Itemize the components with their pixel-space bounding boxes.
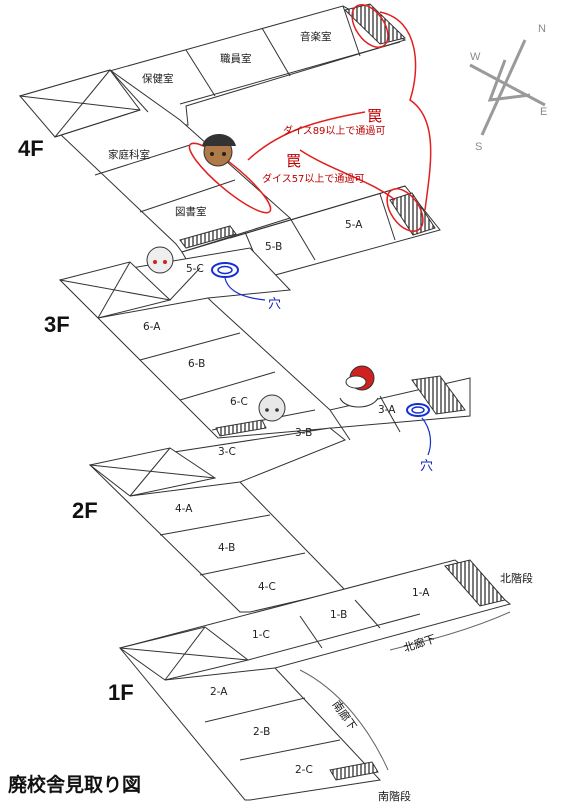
trap-markings [188,4,432,232]
hole-1-label: 穴 [268,297,281,312]
room-label: 3-C [218,446,236,458]
floor-label-4f: 4F [18,136,44,161]
room-label: 2-A [210,686,228,698]
stairs-1f-north [444,559,506,607]
room-label: 5-B [265,241,282,253]
hole-marker-1 [211,262,239,278]
room-label: 1-B [330,609,347,621]
south-stairs-label: 南階段 [378,789,411,803]
room-label: 2-C [295,764,313,776]
north-corridor-line [389,611,511,651]
room-label: 図書室 [175,205,207,218]
character-avatar-3f-left [146,246,174,274]
room-label: 音楽室 [300,30,332,43]
floor-label-1f: 1F [108,680,134,705]
south-corridor-line [299,669,389,771]
hole-marker-2 [406,403,430,417]
character-avatar-3f-right [339,365,379,408]
room-label: 3-B [295,427,312,439]
room-label: 職員室 [220,52,252,65]
room-label: 1-A [412,587,430,599]
room-label: 3-A [378,404,396,416]
north-corridor-label: 北廊下 [402,631,438,655]
compass-e: E [540,106,547,118]
compass-n: N [538,23,546,35]
room-label: 4-A [175,503,193,515]
south-corridor-label: 南廊下 [330,698,360,733]
stairs-3f-north [411,375,466,415]
room-label: 6-C [230,396,248,408]
compass-w: W [470,51,481,63]
compass: N W E S [469,23,547,153]
room-label: 1-C [252,629,270,641]
room-label: 4-C [258,581,276,593]
north-stairs-label: 北階段 [500,571,533,585]
trap-1-condition: ダイス89以上で通過可 [283,124,385,137]
floor-label-2f: 2F [72,498,98,523]
room-label: 5-C [186,263,204,275]
room-label: 6-B [188,358,205,370]
floor-label-3f: 3F [44,312,70,337]
stairs-1f-south [329,761,379,781]
character-avatar-3f-center [258,394,286,422]
compass-s: S [475,141,482,153]
room-label: 2-B [253,726,270,738]
floor-1f [118,559,512,801]
room-label: 保健室 [142,72,174,85]
character-icons [146,134,379,422]
stairs-3f-south [215,419,267,437]
room-label: 6-A [143,321,161,333]
room-label: 家庭科室 [108,148,150,161]
floor-3f [58,247,471,441]
stairs-4f-west [179,225,237,249]
trap-1-label: 罠 [367,107,382,125]
stairs-4f-south [389,192,436,236]
trap-2-label: 罠 [286,152,301,170]
room-label: 5-A [345,219,363,231]
room-label: 4-B [218,542,235,554]
holes [211,262,432,456]
trap-2-condition: ダイス57以上で通過可 [262,172,364,185]
character-avatar-4f [202,134,236,167]
map-title: 廃校舎見取り図 [8,774,142,796]
stairs-4f-north [344,3,406,45]
floor-2f [88,427,346,613]
hole-2-label: 穴 [420,459,433,474]
